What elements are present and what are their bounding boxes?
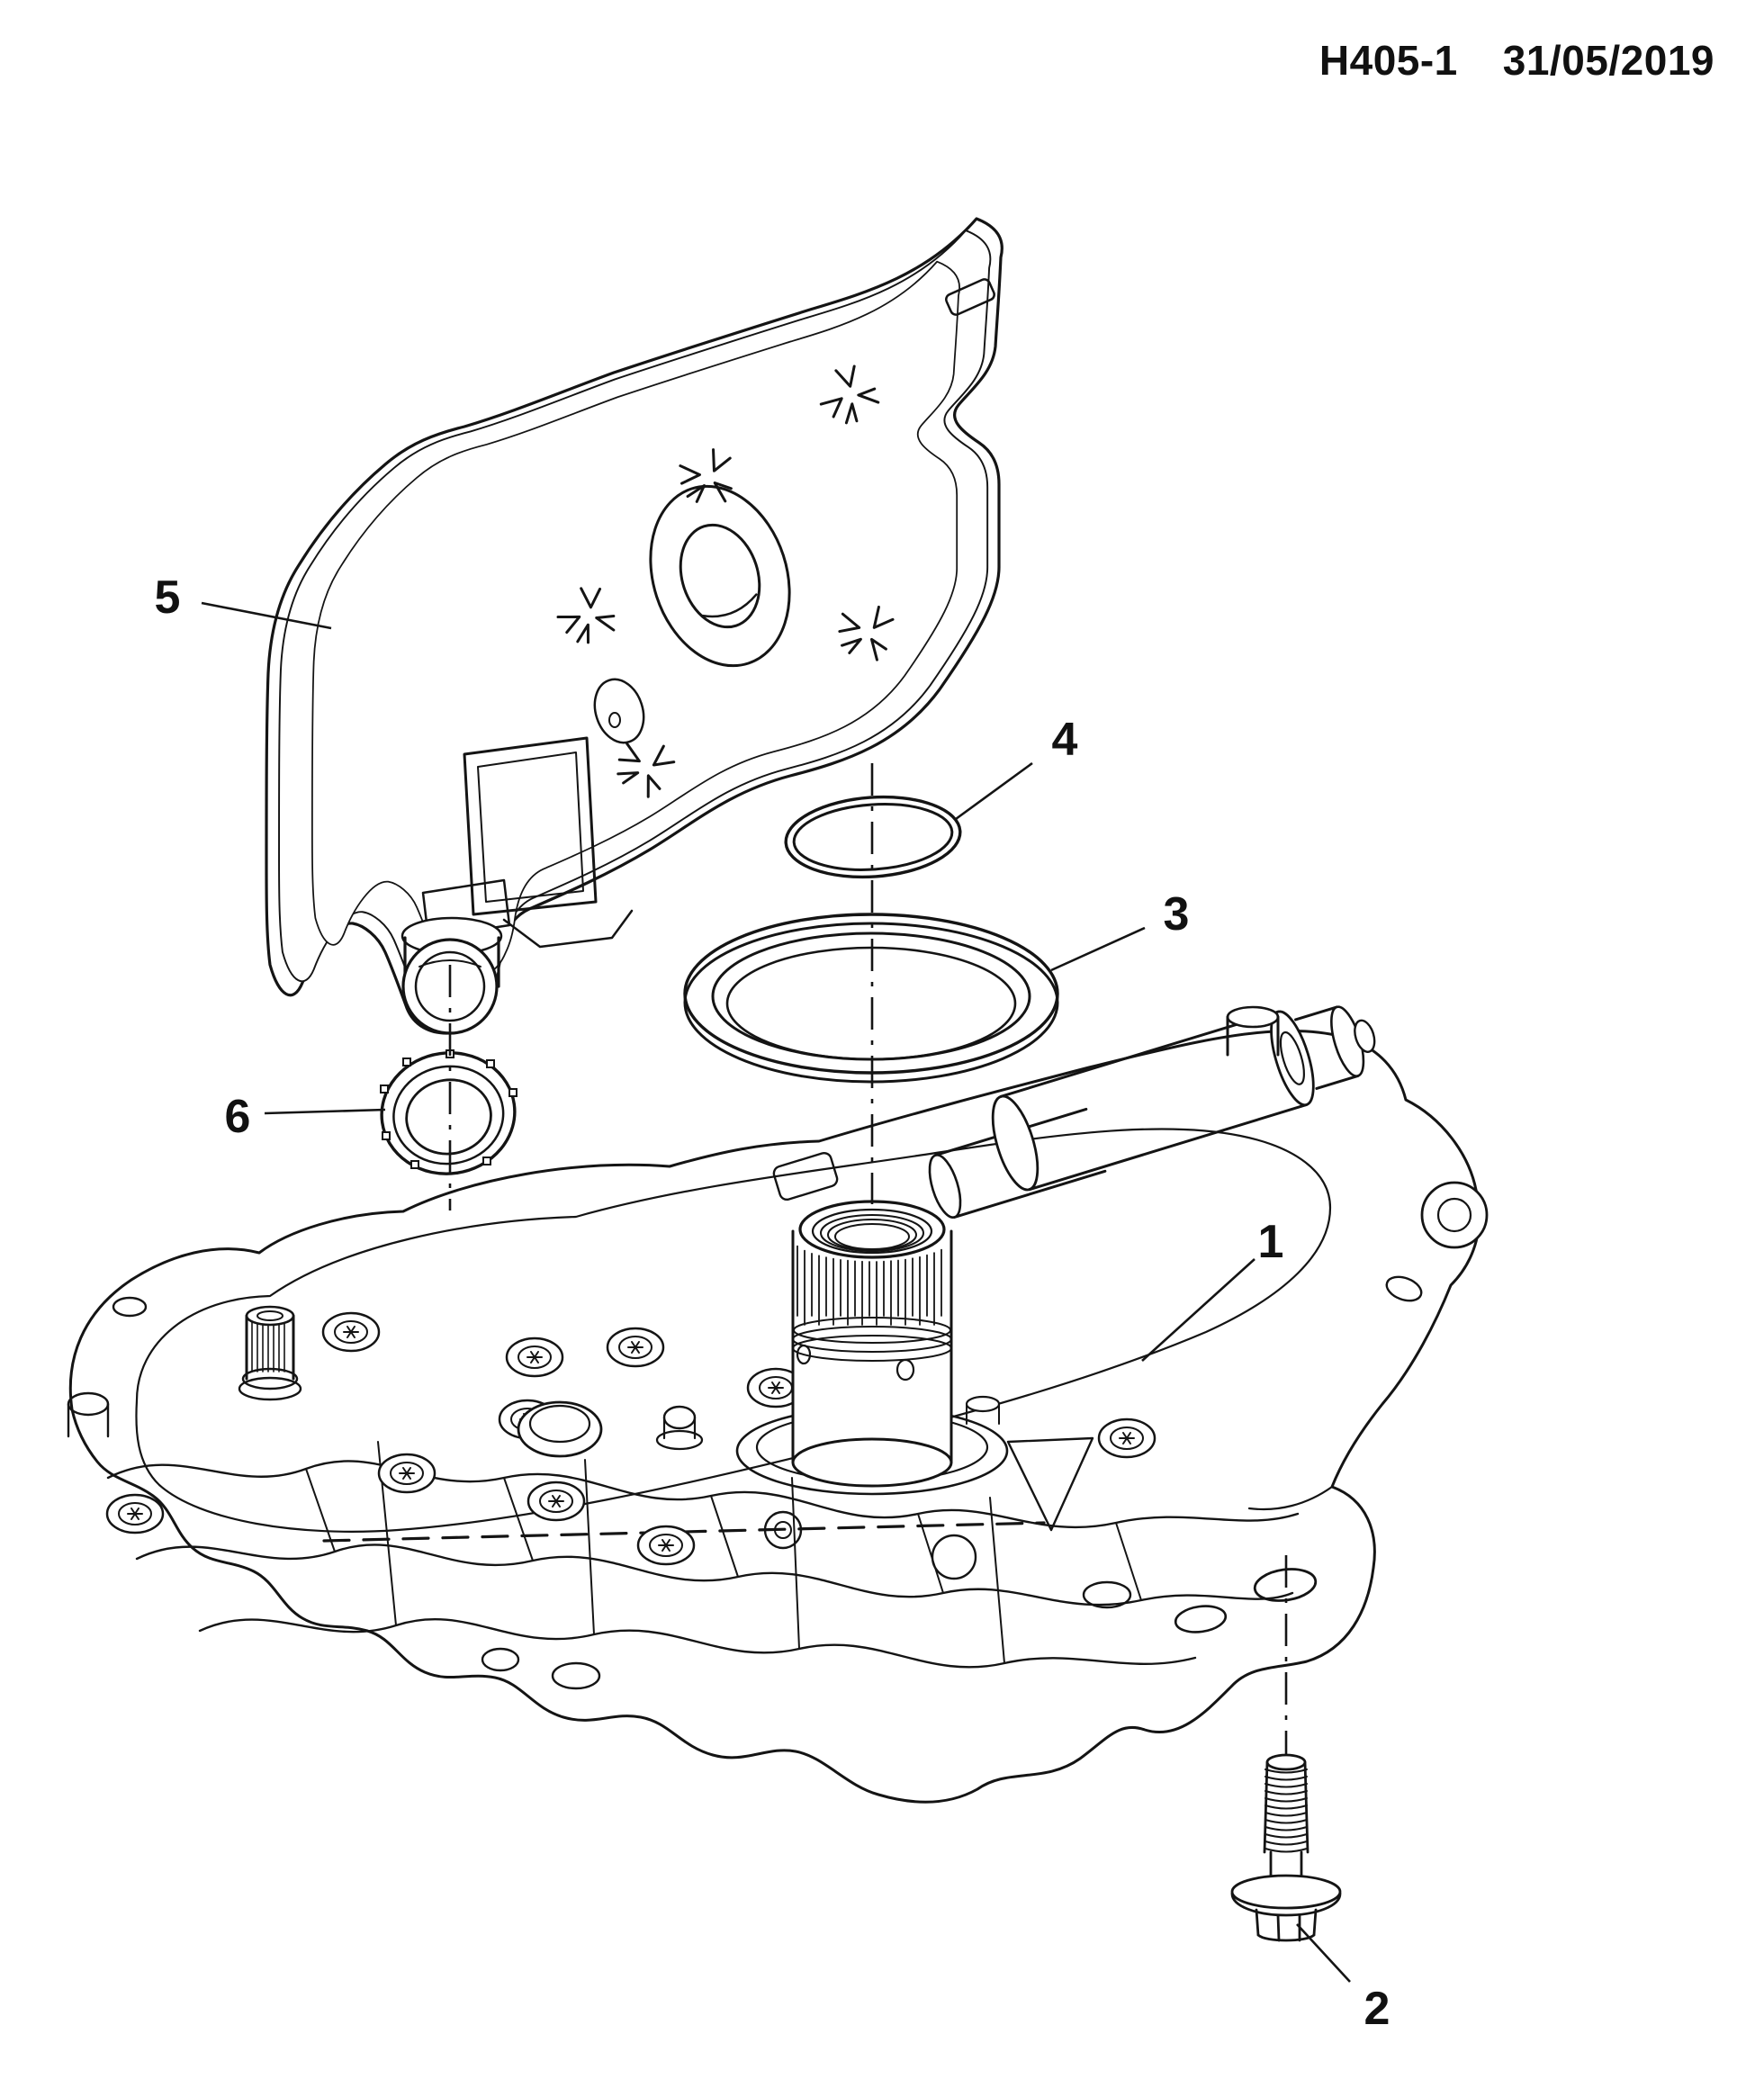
leader-line-3 — [1050, 926, 1146, 972]
small-o-ring-drawing — [784, 795, 962, 879]
filter-part-drawing — [265, 217, 1004, 1035]
bolt-thread-line — [1264, 1804, 1308, 1810]
leader-line-4 — [955, 761, 1033, 821]
bolt-thread-line — [1264, 1797, 1308, 1803]
callout-label-4: 4 — [1052, 714, 1078, 766]
bolt-drawing — [1230, 1753, 1342, 1942]
seal-part-drawing — [380, 1049, 518, 1175]
bolt-thread-line — [1264, 1833, 1308, 1839]
bolt-thread-line — [1264, 1790, 1308, 1796]
bolt-thread-line — [1264, 1776, 1308, 1781]
solenoid-valves — [772, 1005, 1376, 1219]
leader-line-2 — [1296, 1923, 1351, 1983]
callout-label-2: 2 — [1364, 1983, 1390, 2035]
document-date: 31/05/2019 — [1502, 37, 1714, 84]
callout-label-5: 5 — [155, 572, 181, 624]
annotations-layer: 1 2 3 4 5 6 — [155, 572, 1390, 2035]
leader-line-5 — [201, 601, 332, 630]
bolt-thread-line — [1264, 1768, 1308, 1774]
leader-line-6 — [264, 1108, 386, 1115]
drawing-header: H405-1 31/05/2019 — [1319, 36, 1714, 85]
splined-stud — [238, 1305, 302, 1401]
callout-label-1: 1 — [1258, 1216, 1284, 1268]
callout-label-3: 3 — [1164, 888, 1190, 940]
bolt-thread-line — [1264, 1783, 1308, 1788]
document-code: H405-1 — [1318, 37, 1458, 84]
splined-hub — [791, 1200, 953, 1488]
bolt-thread-line — [1264, 1840, 1308, 1846]
bolt-thread-line — [1264, 1819, 1308, 1824]
bolt-thread-line — [1264, 1812, 1308, 1817]
bolt-thread-line — [1264, 1848, 1308, 1853]
callout-label-6: 6 — [225, 1091, 251, 1143]
valve-body-drawing — [67, 1005, 1489, 1804]
bolt-thread-line — [1264, 1826, 1308, 1832]
leader-line-1 — [1141, 1258, 1256, 1362]
